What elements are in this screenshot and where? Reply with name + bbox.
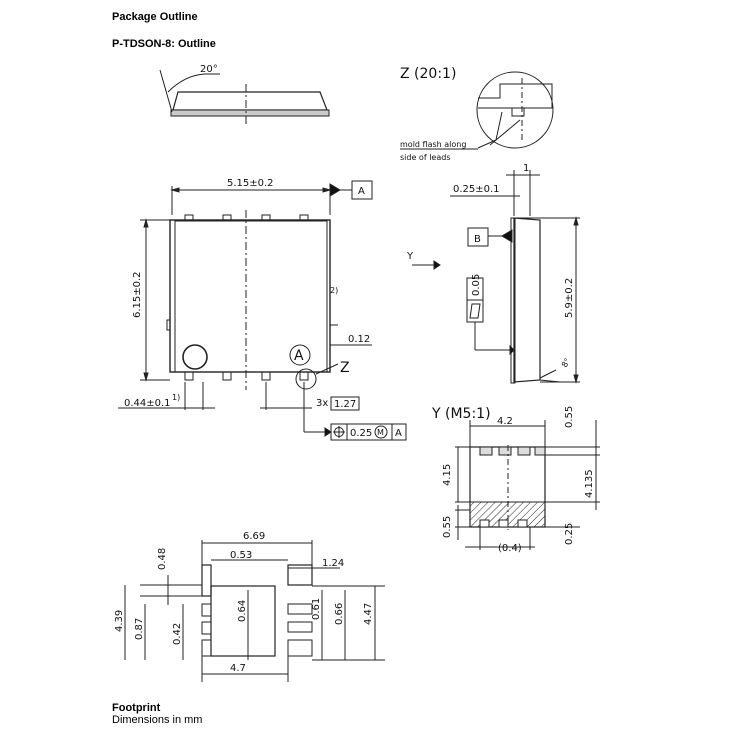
lead-width-dim: 0.44±0.1	[124, 398, 171, 409]
fp-right-height: 4.47	[363, 603, 374, 625]
position-mod: M	[377, 428, 384, 437]
bottom-gap-dim: 0.55	[442, 516, 453, 538]
profile-angle-label: 20°	[200, 64, 218, 75]
detail-z-circle	[295, 368, 317, 390]
bottom-view: Y (M5:1) 4.2 4.15 0.55 0.5	[431, 406, 600, 554]
standoff-dim: 1	[523, 163, 529, 174]
fp-top-pad: 0.48	[157, 548, 168, 570]
fp-pad-h: 0.87	[134, 618, 145, 640]
fp-total-width: 6.69	[243, 531, 265, 542]
fp-pad-gap: 0.42	[172, 623, 183, 645]
body-width-dim: 5.15±0.2	[227, 178, 274, 189]
position-frame	[330, 423, 407, 441]
pin-a-marker	[289, 344, 311, 366]
pin-a-label: A	[294, 348, 304, 364]
footprint: 6.69 0.53 1.24 0.48 4.39 0.87 0.42 0.64 …	[114, 531, 385, 682]
lead-thickness-dim: 0.25±0.1	[453, 184, 500, 195]
lead-note: 1)	[172, 393, 180, 402]
page-title: Package Outline	[112, 11, 198, 23]
detail-z-title: Z (20:1)	[400, 66, 456, 82]
fp-center: 0.64	[237, 600, 248, 622]
detail-z-view: Z (20:1) mold flash along side of leads	[400, 66, 554, 162]
top-gap-dim: 0.55	[564, 406, 575, 428]
detail-note-line1: mold flash along	[400, 140, 466, 149]
side-profile-view: 20°	[159, 64, 330, 124]
fp-right-2: 0.66	[334, 603, 345, 625]
bottom-offset-dim: 0.25	[564, 523, 575, 545]
fp-bottom-width: 4.7	[230, 663, 246, 674]
side-view: 1 0.25±0.1 5.9±0.2 B Y 0.05 8°	[406, 163, 580, 384]
fp-right-1: 0.61	[311, 598, 322, 620]
top-view: A Z 2) 5.15±0.2 A 6.15±0.2 0.12 0.44±0	[118, 178, 407, 441]
detail-note-line2: side of leads	[400, 153, 450, 162]
datum-a-box	[351, 180, 373, 200]
position-tol: 0.25	[350, 428, 372, 439]
datum-b-label: B	[474, 234, 481, 245]
bottom-view-title: Y (M5:1)	[431, 406, 491, 422]
pitch-box	[330, 396, 360, 411]
pin1-circle	[182, 344, 208, 370]
pad-length-2-dim: 4.135	[584, 469, 595, 498]
flatness-value: 0.05	[471, 274, 482, 296]
fp-pad-pitch: 0.53	[230, 550, 252, 561]
footprint-title: Footprint	[112, 702, 161, 714]
pitch-dim: 1.27	[334, 399, 356, 410]
package-subtitle: P-TDSON-8: Outline	[112, 38, 216, 50]
datum-a-label: A	[358, 186, 365, 197]
pad-length-dim: 4.15	[442, 464, 453, 486]
body-height-dim: 6.15±0.2	[132, 271, 143, 318]
position-datum: A	[395, 428, 402, 439]
lead-pitch-dim: (0.4)	[498, 543, 522, 554]
fp-height-left: 4.39	[114, 610, 125, 632]
datum-b-box	[467, 227, 489, 247]
side-height-dim: 5.9±0.2	[564, 278, 575, 318]
units-note: Dimensions in mm	[112, 714, 203, 726]
pad-width-dim: 4.2	[497, 416, 513, 427]
pitch-count: 3x	[316, 398, 328, 409]
view-y-label: Y	[406, 251, 414, 262]
tab-width-dim: 0.12	[348, 334, 370, 345]
detail-z-label: Z	[340, 360, 350, 376]
fp-right-pad: 1.24	[322, 558, 344, 569]
note-2-label: 2)	[330, 286, 338, 295]
side-angle: 8°	[560, 357, 572, 369]
